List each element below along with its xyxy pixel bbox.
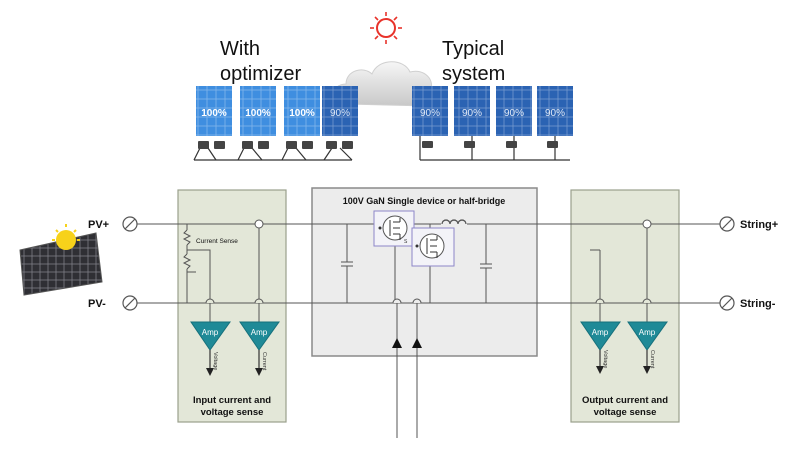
solar-panel-optimizer-2: 100% (240, 86, 276, 136)
rail-hop (412, 298, 422, 304)
amp-label: Amp (639, 328, 656, 337)
with-optimizer-title-1: With (220, 38, 260, 60)
input-block-title-2: voltage sense (201, 407, 264, 418)
input-current-amp: Amp Current (239, 321, 280, 376)
string-minus-label: String- (740, 298, 776, 310)
low-side-mosfet (411, 227, 455, 267)
output-block-title-1: Output current and (582, 395, 668, 406)
output-voltage-amp: Amp Voltage (580, 321, 621, 374)
output-sense-wiring (590, 228, 648, 322)
solar-panel-optimizer-3: 100% (284, 86, 320, 136)
rail-hop (595, 298, 605, 304)
solar-panel-typical-3: 90% (496, 86, 532, 136)
gate-signal-arrow (412, 338, 422, 348)
amp-label: Amp (592, 328, 609, 337)
input-block-title-1: Input current and (193, 395, 271, 406)
solar-panel-typical-1: 90% (412, 86, 448, 136)
terminal-pv-plus (122, 216, 138, 232)
solar-panel-optimizer-4: 90% (322, 86, 358, 136)
amp-output-label: Current (649, 350, 655, 369)
terminal-pv-minus (122, 295, 138, 311)
input-voltage-amp: Amp Voltage (190, 321, 231, 376)
sun-icon (370, 12, 402, 44)
typical-wiring (419, 136, 570, 161)
amp-output-label: Current (261, 352, 267, 371)
typical-system-title-2: system (442, 63, 505, 85)
output-current-amp: Amp Current (627, 321, 668, 374)
solar-panel-typical-2: 90% (454, 86, 490, 136)
input-sense-block (177, 189, 287, 423)
rail-hop (254, 298, 264, 304)
amp-output-label: Voltage (602, 350, 608, 368)
panel-efficiency: 90% (420, 108, 440, 119)
panel-efficiency: 100% (245, 108, 271, 119)
rail-hop (642, 298, 652, 304)
inductor-gap (441, 222, 467, 225)
pv-plus-label: PV+ (88, 219, 109, 231)
output-sense-block (570, 189, 680, 423)
rail-hop (392, 298, 402, 304)
amp-label: Amp (202, 328, 219, 337)
solar-panel-optimizer-1: 100% (196, 86, 232, 136)
pv-minus-label: PV- (88, 298, 106, 310)
optimizer-wiring (193, 147, 353, 161)
high-side-mosfet: S (373, 210, 415, 247)
pv-module-icon (19, 224, 103, 296)
terminal-string-plus (719, 216, 735, 232)
panel-efficiency: 90% (504, 108, 524, 119)
typical-system-title-1: Typical (442, 38, 504, 60)
string-plus-label: String+ (740, 219, 778, 231)
terminal-string-minus (719, 295, 735, 311)
amp-label: Amp (251, 328, 268, 337)
amp-output-label: Voltage (212, 352, 218, 370)
solar-panel-typical-4: 90% (537, 86, 573, 136)
input-sense-wiring (182, 224, 260, 322)
current-sense-label: Current Sense (196, 238, 238, 245)
panel-efficiency: 100% (201, 108, 227, 119)
pin-label: S (404, 239, 408, 245)
rail-hop (205, 298, 215, 304)
output-block-title-2: voltage sense (594, 407, 657, 418)
gan-block (311, 187, 538, 357)
gate-signal-arrow (392, 338, 402, 348)
panel-efficiency: 90% (545, 108, 565, 119)
inductor-coil (441, 219, 467, 225)
panel-efficiency: 100% (289, 108, 315, 119)
panel-efficiency: 90% (462, 108, 482, 119)
rails (137, 223, 720, 304)
gan-block-title: 100V GaN Single device or half-bridge (343, 196, 506, 206)
rail-crossing (254, 219, 264, 229)
rail-crossing (642, 219, 652, 229)
with-optimizer-title-2: optimizer (220, 63, 301, 85)
panel-efficiency: 90% (330, 108, 350, 119)
